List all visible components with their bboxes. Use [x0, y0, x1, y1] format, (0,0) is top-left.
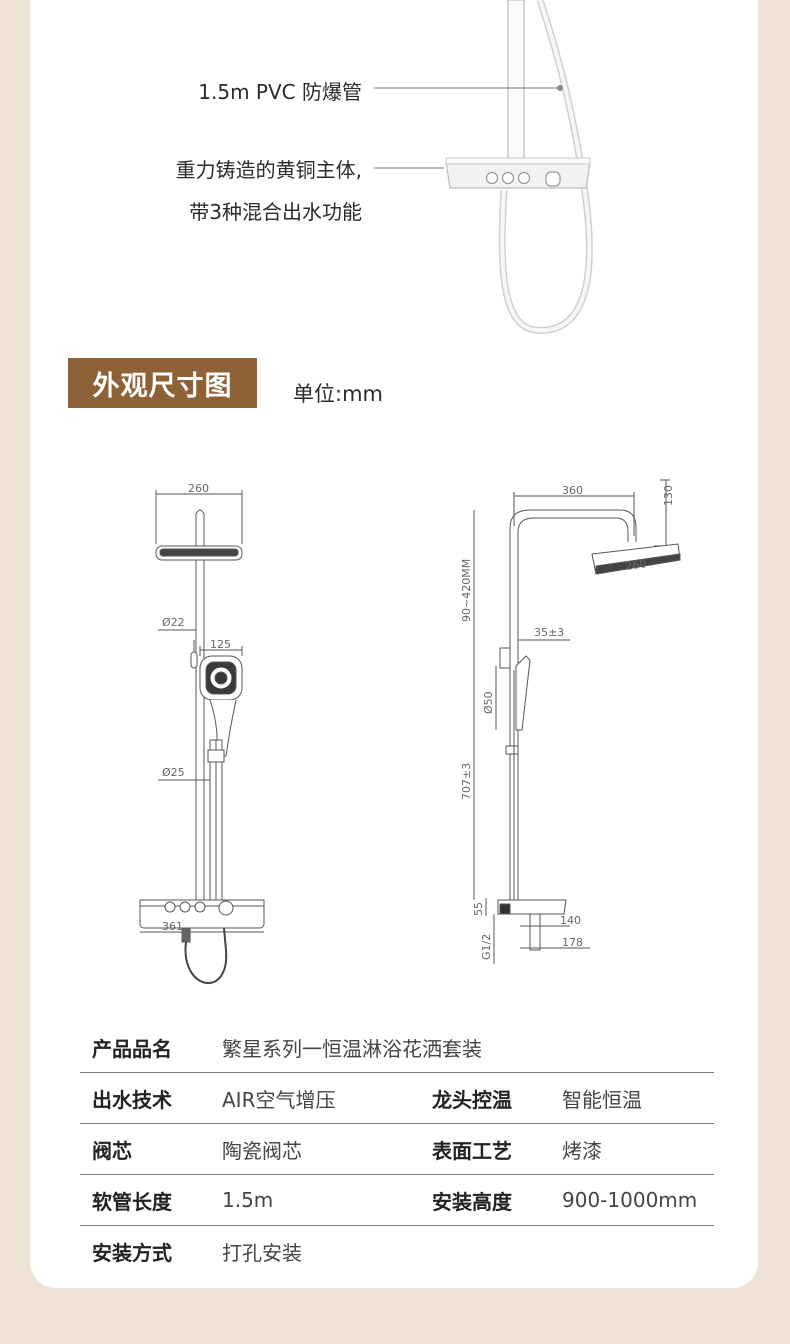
spec-row: 阀芯 陶瓷阀芯 表面工艺 烤漆: [80, 1124, 714, 1175]
spec-value: 繁星系列一恒温淋浴花洒套装: [222, 1036, 482, 1061]
dim-side-35: 35±3: [534, 626, 564, 639]
dim-side-90-420: 90~420MM: [460, 559, 473, 622]
spec-row: 产品品名 繁星系列一恒温淋浴花洒套装: [80, 1022, 714, 1073]
dim-side-55: 55: [472, 902, 485, 916]
shower-product-illustration: [374, 0, 593, 334]
hose-callout: 1.5m PVC 防爆管: [198, 80, 362, 104]
spec-key: 产品品名: [92, 1036, 172, 1061]
dim-side-707: 707±3: [460, 763, 473, 800]
content-card: 1.5m PVC 防爆管 重力铸造的黄铜主体, 带3种混合出水功能 外观尺寸图 …: [30, 0, 758, 1288]
dim-side-360: 360: [562, 484, 583, 497]
dim-side-140: 140: [560, 914, 581, 927]
dimension-drawing: 260 Ø22 125 Ø25 361 360 130 260 90~420MM…: [139, 479, 681, 985]
spec-row: 出水技术 AIR空气增压 龙头控温 智能恒温: [80, 1073, 714, 1124]
spec-value: 打孔安装: [222, 1240, 302, 1265]
spec-table: 产品品名 繁星系列一恒温淋浴花洒套装 出水技术 AIR空气增压 龙头控温 智能恒…: [80, 1022, 714, 1276]
spec-key: 龙头控温: [432, 1087, 512, 1112]
spec-row: 安装方式 打孔安装: [80, 1226, 714, 1276]
dim-front-d25: Ø25: [162, 766, 185, 779]
spec-value: 900-1000mm: [562, 1188, 698, 1212]
dim-front-d22: Ø22: [162, 616, 185, 629]
spec-key: 阀芯: [92, 1138, 132, 1163]
spec-value: AIR空气增压: [222, 1087, 336, 1112]
dim-front-260: 260: [188, 482, 209, 495]
spec-value: 智能恒温: [562, 1087, 642, 1112]
spec-value: 1.5m: [222, 1188, 274, 1212]
dim-side-130: 130: [662, 485, 675, 506]
spec-value: 烤漆: [562, 1138, 602, 1163]
dim-side-d50: Ø50: [482, 691, 495, 714]
spec-key: 软管长度: [92, 1189, 172, 1214]
spec-key: 安装高度: [432, 1189, 512, 1214]
spec-key: 安装方式: [92, 1240, 172, 1265]
dim-front-125: 125: [210, 638, 231, 651]
spec-value: 陶瓷阀芯: [222, 1138, 302, 1163]
spec-key: 出水技术: [92, 1087, 172, 1112]
dim-front-361: 361: [162, 920, 183, 933]
dim-side-260: 260: [625, 557, 648, 573]
unit-label: 单位:mm: [293, 382, 383, 406]
spec-row: 软管长度 1.5m 安装高度 900-1000mm: [80, 1175, 714, 1226]
spec-key: 表面工艺: [432, 1138, 512, 1163]
body-callout: 重力铸造的黄铜主体, 带3种混合出水功能: [176, 149, 362, 233]
body-callout-line2: 带3种混合出水功能: [189, 200, 362, 224]
dim-side-g12: G1/2: [480, 934, 493, 960]
body-callout-line1: 重力铸造的黄铜主体,: [175, 158, 362, 182]
section-title: 外观尺寸图: [68, 358, 257, 408]
dim-side-178: 178: [562, 936, 583, 949]
